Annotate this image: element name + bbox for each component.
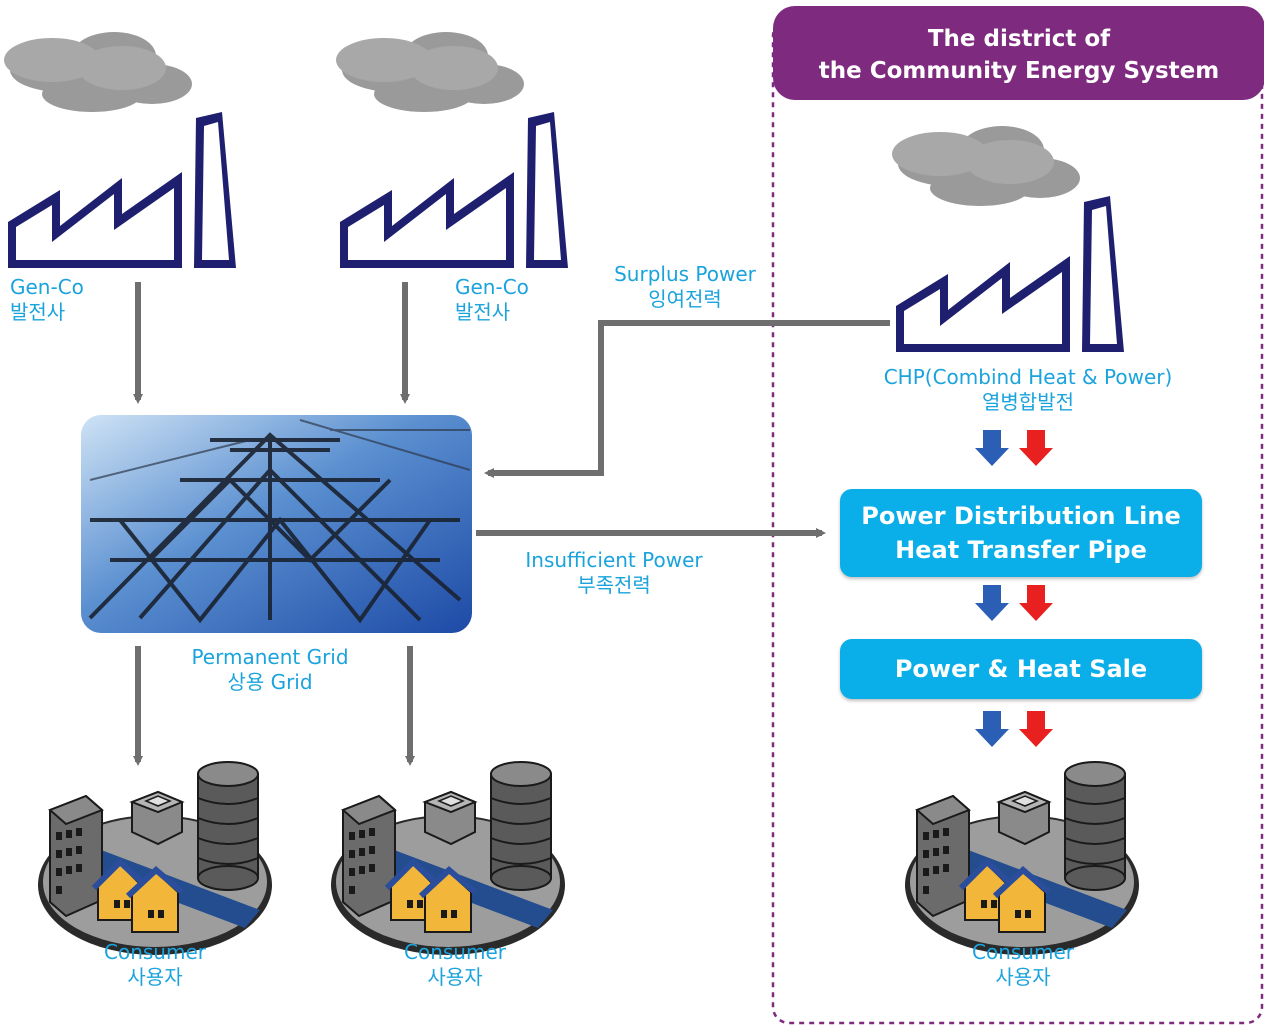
genco-mid-label: Gen-Co 발전사 [455, 275, 529, 325]
consumer-mid-en: Consumer [404, 940, 506, 964]
factory-icon-left [8, 112, 236, 268]
genco-mid-ko: 발전사 [455, 300, 511, 324]
factory-icon-chp [896, 196, 1124, 352]
consumer-town-mid [331, 762, 565, 955]
district-title-line1: The district of [927, 26, 1111, 52]
genco-left-en: Gen-Co [10, 275, 84, 299]
consumer-left-label: Consumer 사용자 [70, 940, 240, 990]
genco-left-ko: 발전사 [10, 300, 66, 324]
power-heat-sale-box: Power & Heat Sale [840, 639, 1202, 699]
permanent-grid-label: Permanent Grid 상용 Grid [160, 645, 380, 695]
surplus-power-en: Surplus Power [614, 262, 756, 286]
district-title-banner: The district of the Community Energy Sys… [773, 6, 1264, 100]
consumer-town-left [38, 762, 272, 955]
consumer-right-label: Consumer 사용자 [938, 940, 1108, 990]
permanent-grid-ko: 상용 Grid [227, 670, 313, 694]
smoke-cloud-mid [336, 32, 524, 112]
insufficient-power-en: Insufficient Power [525, 548, 703, 572]
chp-ko: 열병합발전 [982, 390, 1074, 414]
power-heat-arrows-3 [975, 711, 1053, 747]
arrow-surplus-power [484, 320, 890, 478]
chp-label: CHP(Combind Heat & Power) 열병합발전 [858, 365, 1198, 415]
smoke-cloud-chp [892, 126, 1080, 206]
consumer-right-ko: 사용자 [995, 965, 1051, 989]
power-heat-arrows-2 [975, 585, 1053, 621]
consumer-mid-label: Consumer 사용자 [370, 940, 540, 990]
consumer-town-right [905, 762, 1139, 955]
chp-en: CHP(Combind Heat & Power) [883, 365, 1173, 389]
surplus-power-label: Surplus Power 잉여전력 [590, 262, 780, 312]
consumer-right-en: Consumer [972, 940, 1074, 964]
consumer-left-en: Consumer [104, 940, 206, 964]
permanent-grid-en: Permanent Grid [191, 645, 349, 669]
transmission-tower-photo [81, 415, 472, 633]
smoke-cloud-left [4, 32, 192, 112]
district-title-line2: the Community Energy System [818, 58, 1220, 84]
genco-mid-en: Gen-Co [455, 275, 529, 299]
heat-pipe-text: Heat Transfer Pipe [895, 536, 1147, 564]
consumer-mid-ko: 사용자 [427, 965, 483, 989]
insufficient-power-ko: 부족전력 [577, 573, 651, 597]
power-heat-arrows-1 [975, 430, 1053, 466]
distribution-line-text: Power Distribution Line [861, 502, 1181, 530]
consumer-left-ko: 사용자 [127, 965, 183, 989]
power-heat-sale-text: Power & Heat Sale [894, 655, 1148, 683]
factory-icon-mid [340, 112, 568, 268]
insufficient-power-label: Insufficient Power 부족전력 [500, 548, 728, 598]
genco-left-label: Gen-Co 발전사 [10, 275, 84, 325]
distribution-box: Power Distribution Line Heat Transfer Pi… [840, 489, 1202, 577]
surplus-power-ko: 잉여전력 [648, 287, 722, 311]
